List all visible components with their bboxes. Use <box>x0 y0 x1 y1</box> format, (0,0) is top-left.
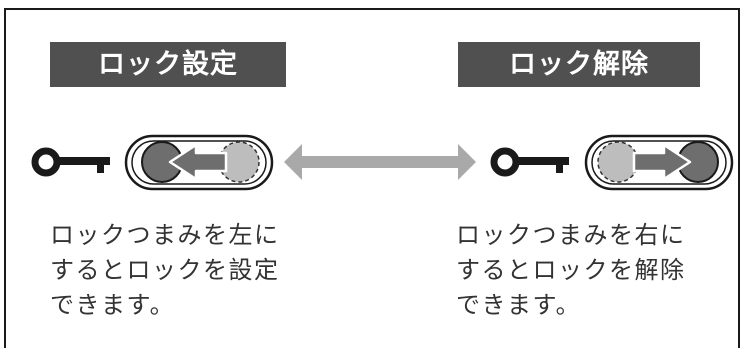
lock-setting-title: ロック設定 <box>50 42 286 87</box>
key-icon-lock <box>31 147 110 177</box>
lock-switch-left <box>124 134 274 191</box>
lock-switch-right <box>584 134 734 191</box>
double-arrow <box>284 144 476 180</box>
lock-release-description: ロックつまみを右に するとロックを解除 できます。 <box>456 221 686 319</box>
lock-switch-diagram <box>31 134 734 191</box>
lock-setting-description: ロックつまみを左に するとロックを設定 できます。 <box>50 221 280 319</box>
diagram-frame <box>4 8 740 348</box>
lock-release-title: ロック解除 <box>458 42 700 87</box>
key-icon-unlock <box>490 147 569 177</box>
